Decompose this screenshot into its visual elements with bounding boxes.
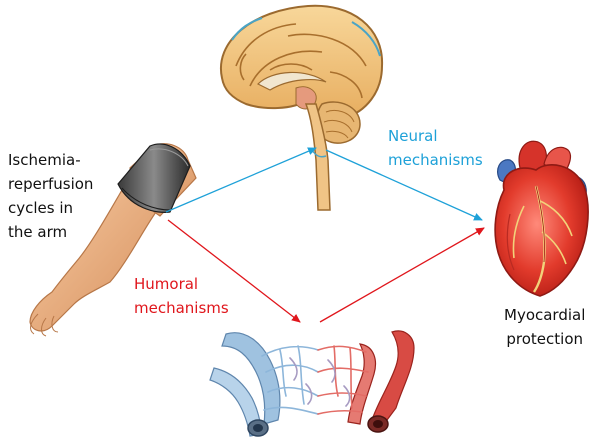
humoral-mechanisms-label: Humoral mechanisms: [134, 272, 229, 320]
heart-icon: [495, 141, 588, 296]
brain-icon: [221, 6, 382, 210]
humoral-arrow-blood-to-heart: [320, 228, 484, 322]
ischemia-label: Ischemia- reperfusion cycles in the arm: [8, 148, 93, 244]
neural-mechanisms-label: Neural mechanisms: [388, 124, 483, 172]
capillary-network-icon: [210, 331, 414, 436]
myocardial-protection-label: Myocardial protection: [504, 303, 585, 351]
